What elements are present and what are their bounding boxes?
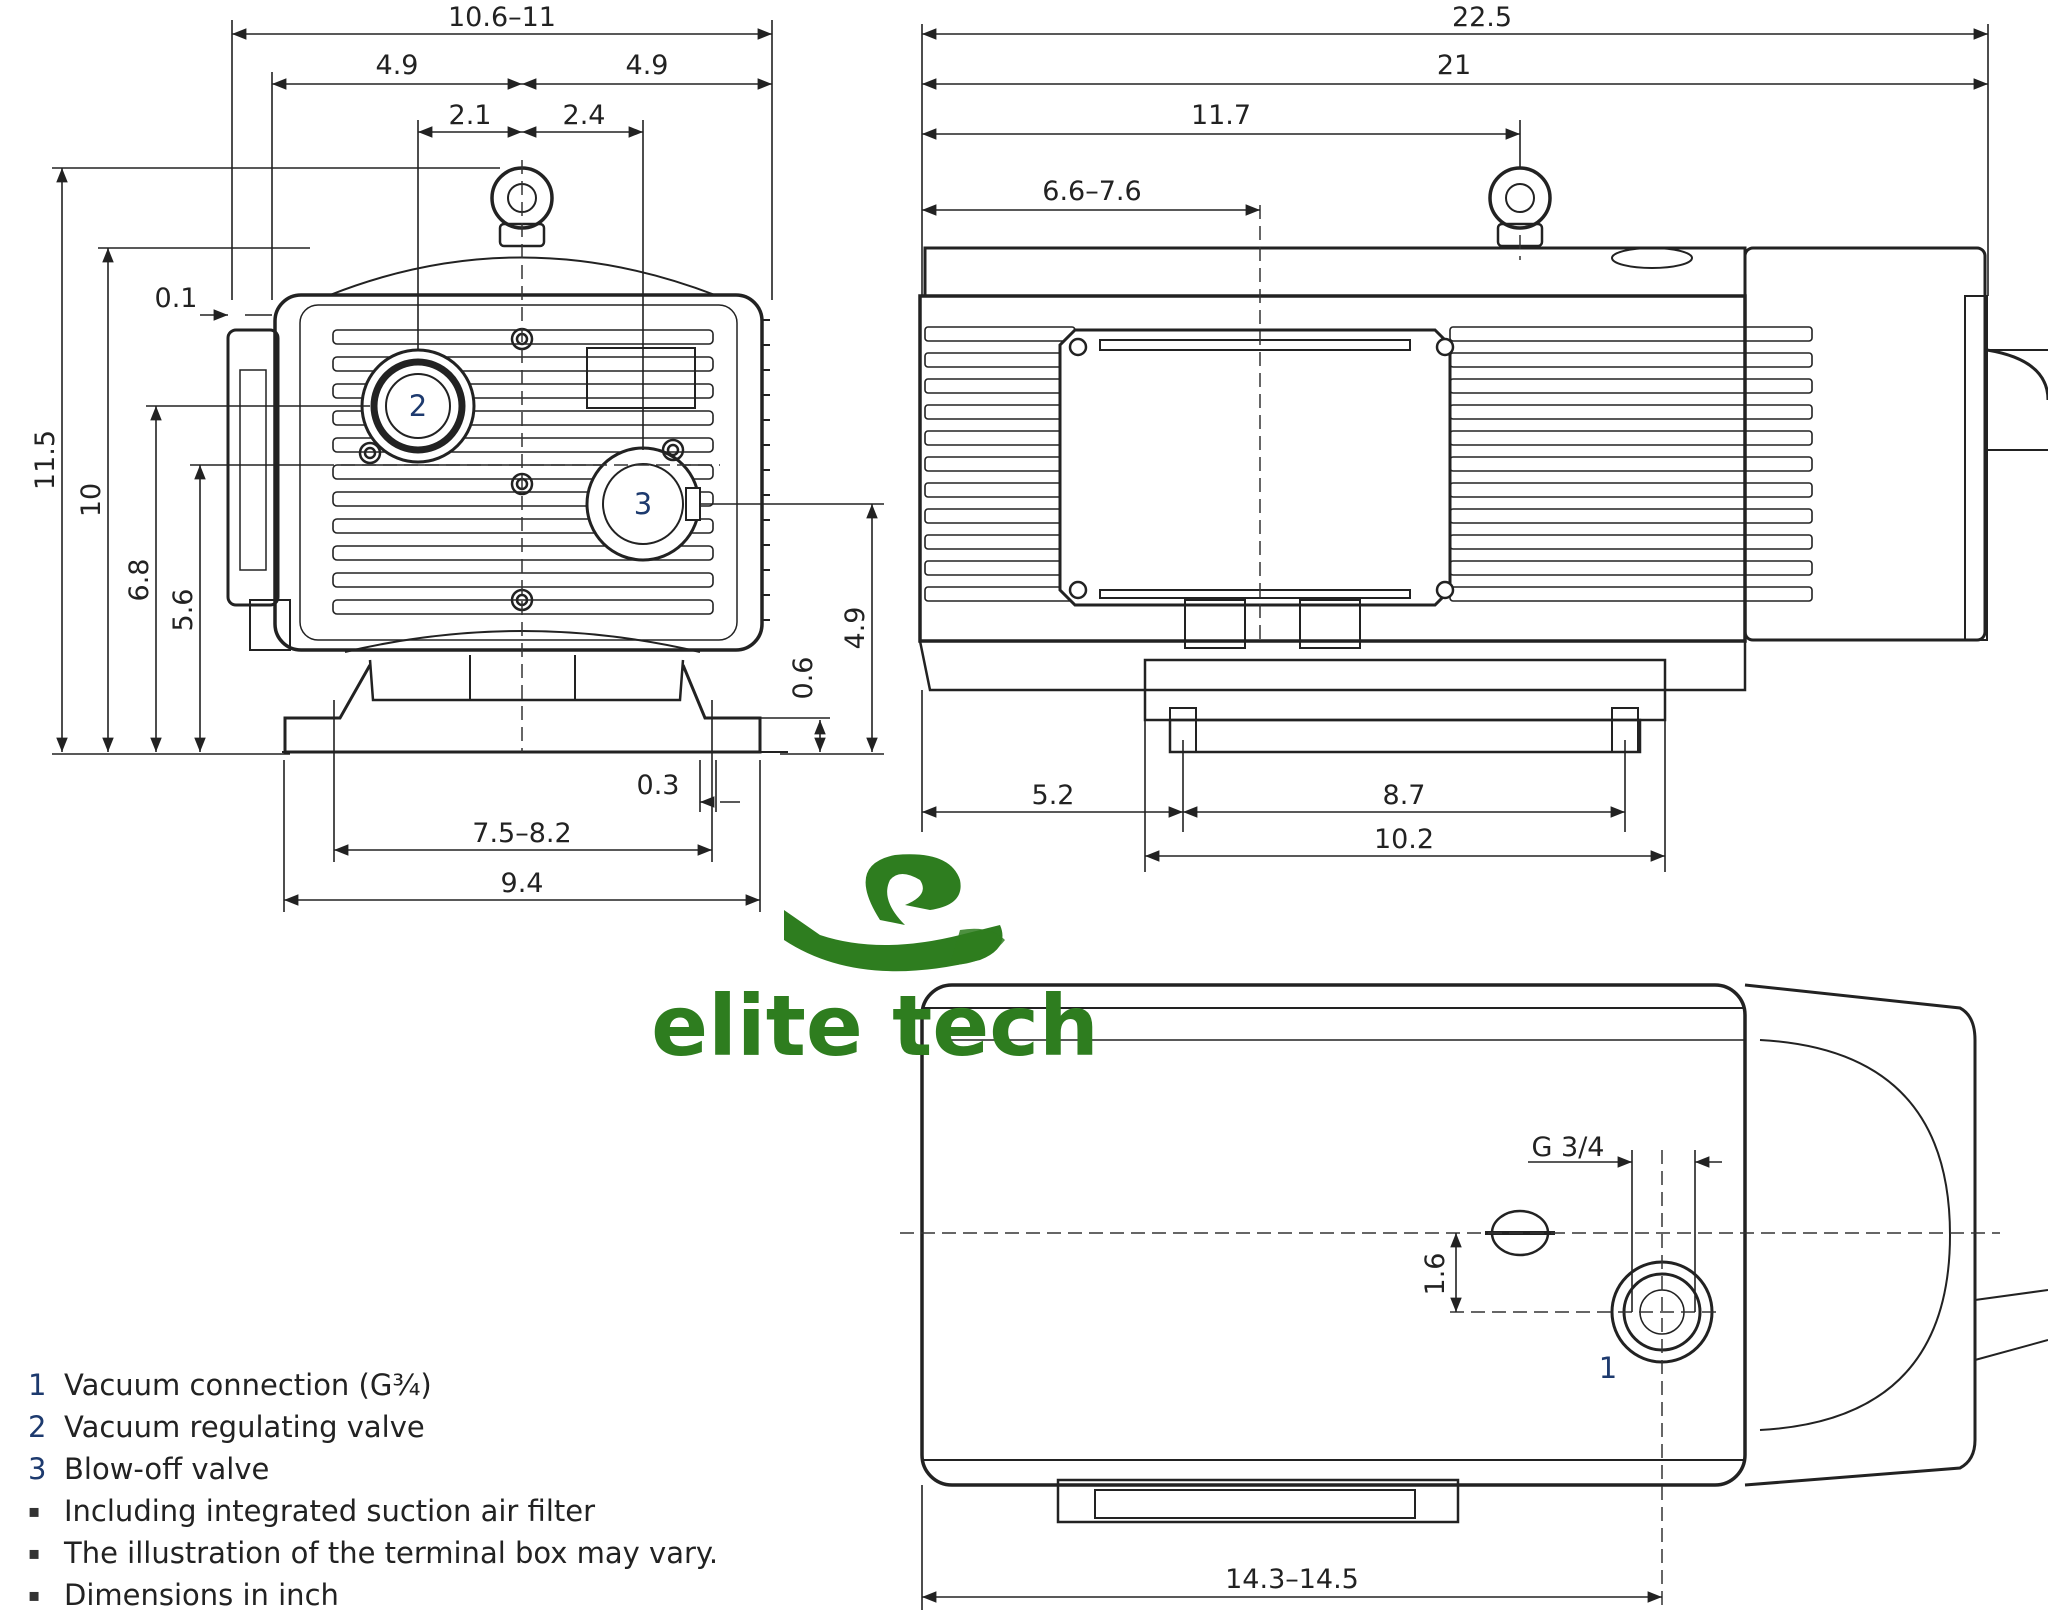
dim-offset-left: 2.1 <box>449 100 492 131</box>
dim-half-right: 4.9 <box>626 50 669 81</box>
bullet-icon: ▪ <box>28 1542 41 1564</box>
legend-item: 1 Vacuum connection (G¾) <box>28 1364 788 1406</box>
dim-foot-length: 10.2 <box>1374 824 1434 855</box>
legend-text: Including integrated suction air filter <box>64 1494 596 1528</box>
dim-height-conn2: 6.8 <box>124 559 155 602</box>
dim-body-length: 21 <box>1437 50 1471 81</box>
dim-foot-spacing-side: 8.7 <box>1383 780 1426 811</box>
dim-foot-spacing: 7.5–8.2 <box>472 818 571 849</box>
blow-off-valve <box>585 446 701 562</box>
dim-conn-pos: 14.3–14.5 <box>1225 1564 1359 1595</box>
dim-lip: 0.1 <box>155 283 198 314</box>
legend-text: Blow-off valve <box>64 1452 270 1486</box>
logo-wordmark: elite tech <box>651 977 1099 1075</box>
dim-conn-offset: 1.6 <box>1420 1253 1451 1296</box>
bullet-icon: ▪ <box>28 1500 41 1522</box>
dim-thread: G 3/4 <box>1532 1132 1605 1163</box>
dim-overall-length: 22.5 <box>1452 2 1512 33</box>
legend-number: 1 <box>28 1368 47 1402</box>
dim-half-left: 4.9 <box>376 50 419 81</box>
dim-height-axis: 5.6 <box>168 589 199 632</box>
cooling-fins <box>332 329 714 615</box>
legend-text: Dimensions in inch <box>64 1578 339 1612</box>
legend-text: Vacuum regulating valve <box>64 1410 425 1444</box>
legend-item: ▪ Dimensions in inch <box>28 1574 788 1616</box>
legend-item: ▪ The illustration of the terminal box m… <box>28 1532 788 1574</box>
callout-3: 3 <box>634 487 652 521</box>
dim-offset-right: 2.4 <box>563 100 606 131</box>
dim-axis-pos: 6.6–7.6 <box>1042 176 1141 207</box>
legend-number: 3 <box>28 1452 47 1486</box>
dim-foot-width: 9.4 <box>501 868 544 899</box>
side-view <box>918 166 2048 754</box>
front-view <box>226 166 788 754</box>
vacuum-regulating-valve <box>360 348 476 464</box>
dim-overall-width: 10.6–11 <box>448 2 556 33</box>
legend-item: 3 Blow-off valve <box>28 1448 788 1490</box>
dim-height-total: 11.5 <box>30 430 61 490</box>
legend-text: The illustration of the terminal box may… <box>64 1536 719 1570</box>
terminal-box <box>1058 328 1455 607</box>
elite-tech-logo: elite tech <box>651 854 1099 1075</box>
dim-foot-height: 0.6 <box>788 657 819 700</box>
legend-text: Vacuum connection (G¾) <box>64 1368 432 1402</box>
callout-2: 2 <box>409 389 427 423</box>
callout-1: 1 <box>1599 1351 1617 1385</box>
legend-item: ▪ Including integrated suction air filte… <box>28 1490 788 1532</box>
legend-item: 2 Vacuum regulating valve <box>28 1406 788 1448</box>
dim-height-conn3: 4.9 <box>840 607 871 650</box>
legend-number: 2 <box>28 1410 47 1444</box>
legend: 1 Vacuum connection (G¾) 2 Vacuum regula… <box>28 1364 788 1616</box>
dim-foot-slot: 0.3 <box>637 770 680 801</box>
dim-eye-bolt-pos: 11.7 <box>1191 100 1251 131</box>
eye-bolt-side <box>1488 166 1552 248</box>
dim-foot-offset: 5.2 <box>1032 780 1075 811</box>
bullet-icon: ▪ <box>28 1584 41 1606</box>
dim-height-body: 10 <box>76 483 107 517</box>
